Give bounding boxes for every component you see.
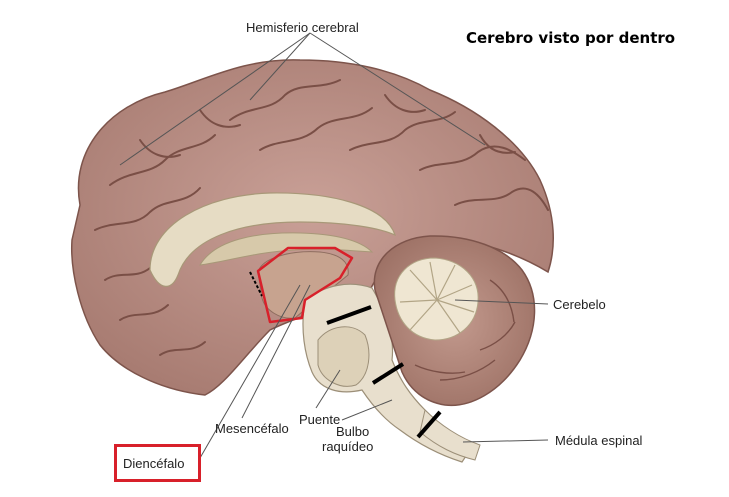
cerebral-hemisphere xyxy=(71,59,554,396)
label-diencefalo: Diencéfalo xyxy=(123,456,185,471)
division-bars xyxy=(326,305,442,439)
label-bulbo-raquideo: Bulbo raquídeo xyxy=(322,424,373,454)
label-medula-espinal: Médula espinal xyxy=(555,433,643,448)
label-cerebelo: Cerebelo xyxy=(553,297,606,312)
leader-lines xyxy=(119,32,549,459)
cerebellar-folia xyxy=(414,279,516,381)
spinal-cord xyxy=(419,409,481,461)
label-puente: Puente xyxy=(299,412,341,427)
label-hemisferio-cerebral: Hemisferio cerebral xyxy=(246,20,359,35)
diencefalo-highlight-box xyxy=(114,444,201,482)
label-bulbo-line1: Bulbo xyxy=(336,424,370,439)
label-bulbo-line2: raquídeo xyxy=(322,439,374,454)
label-mesencefalo: Mesencéfalo xyxy=(215,421,289,436)
gyri-pattern xyxy=(94,79,549,356)
diencephalon xyxy=(257,251,349,319)
diagram-title: Cerebro visto por dentro xyxy=(466,29,676,47)
corpus-callosum xyxy=(149,192,397,287)
diencephalon-highlight xyxy=(256,246,354,324)
arbor-vitae-branches xyxy=(399,261,475,334)
